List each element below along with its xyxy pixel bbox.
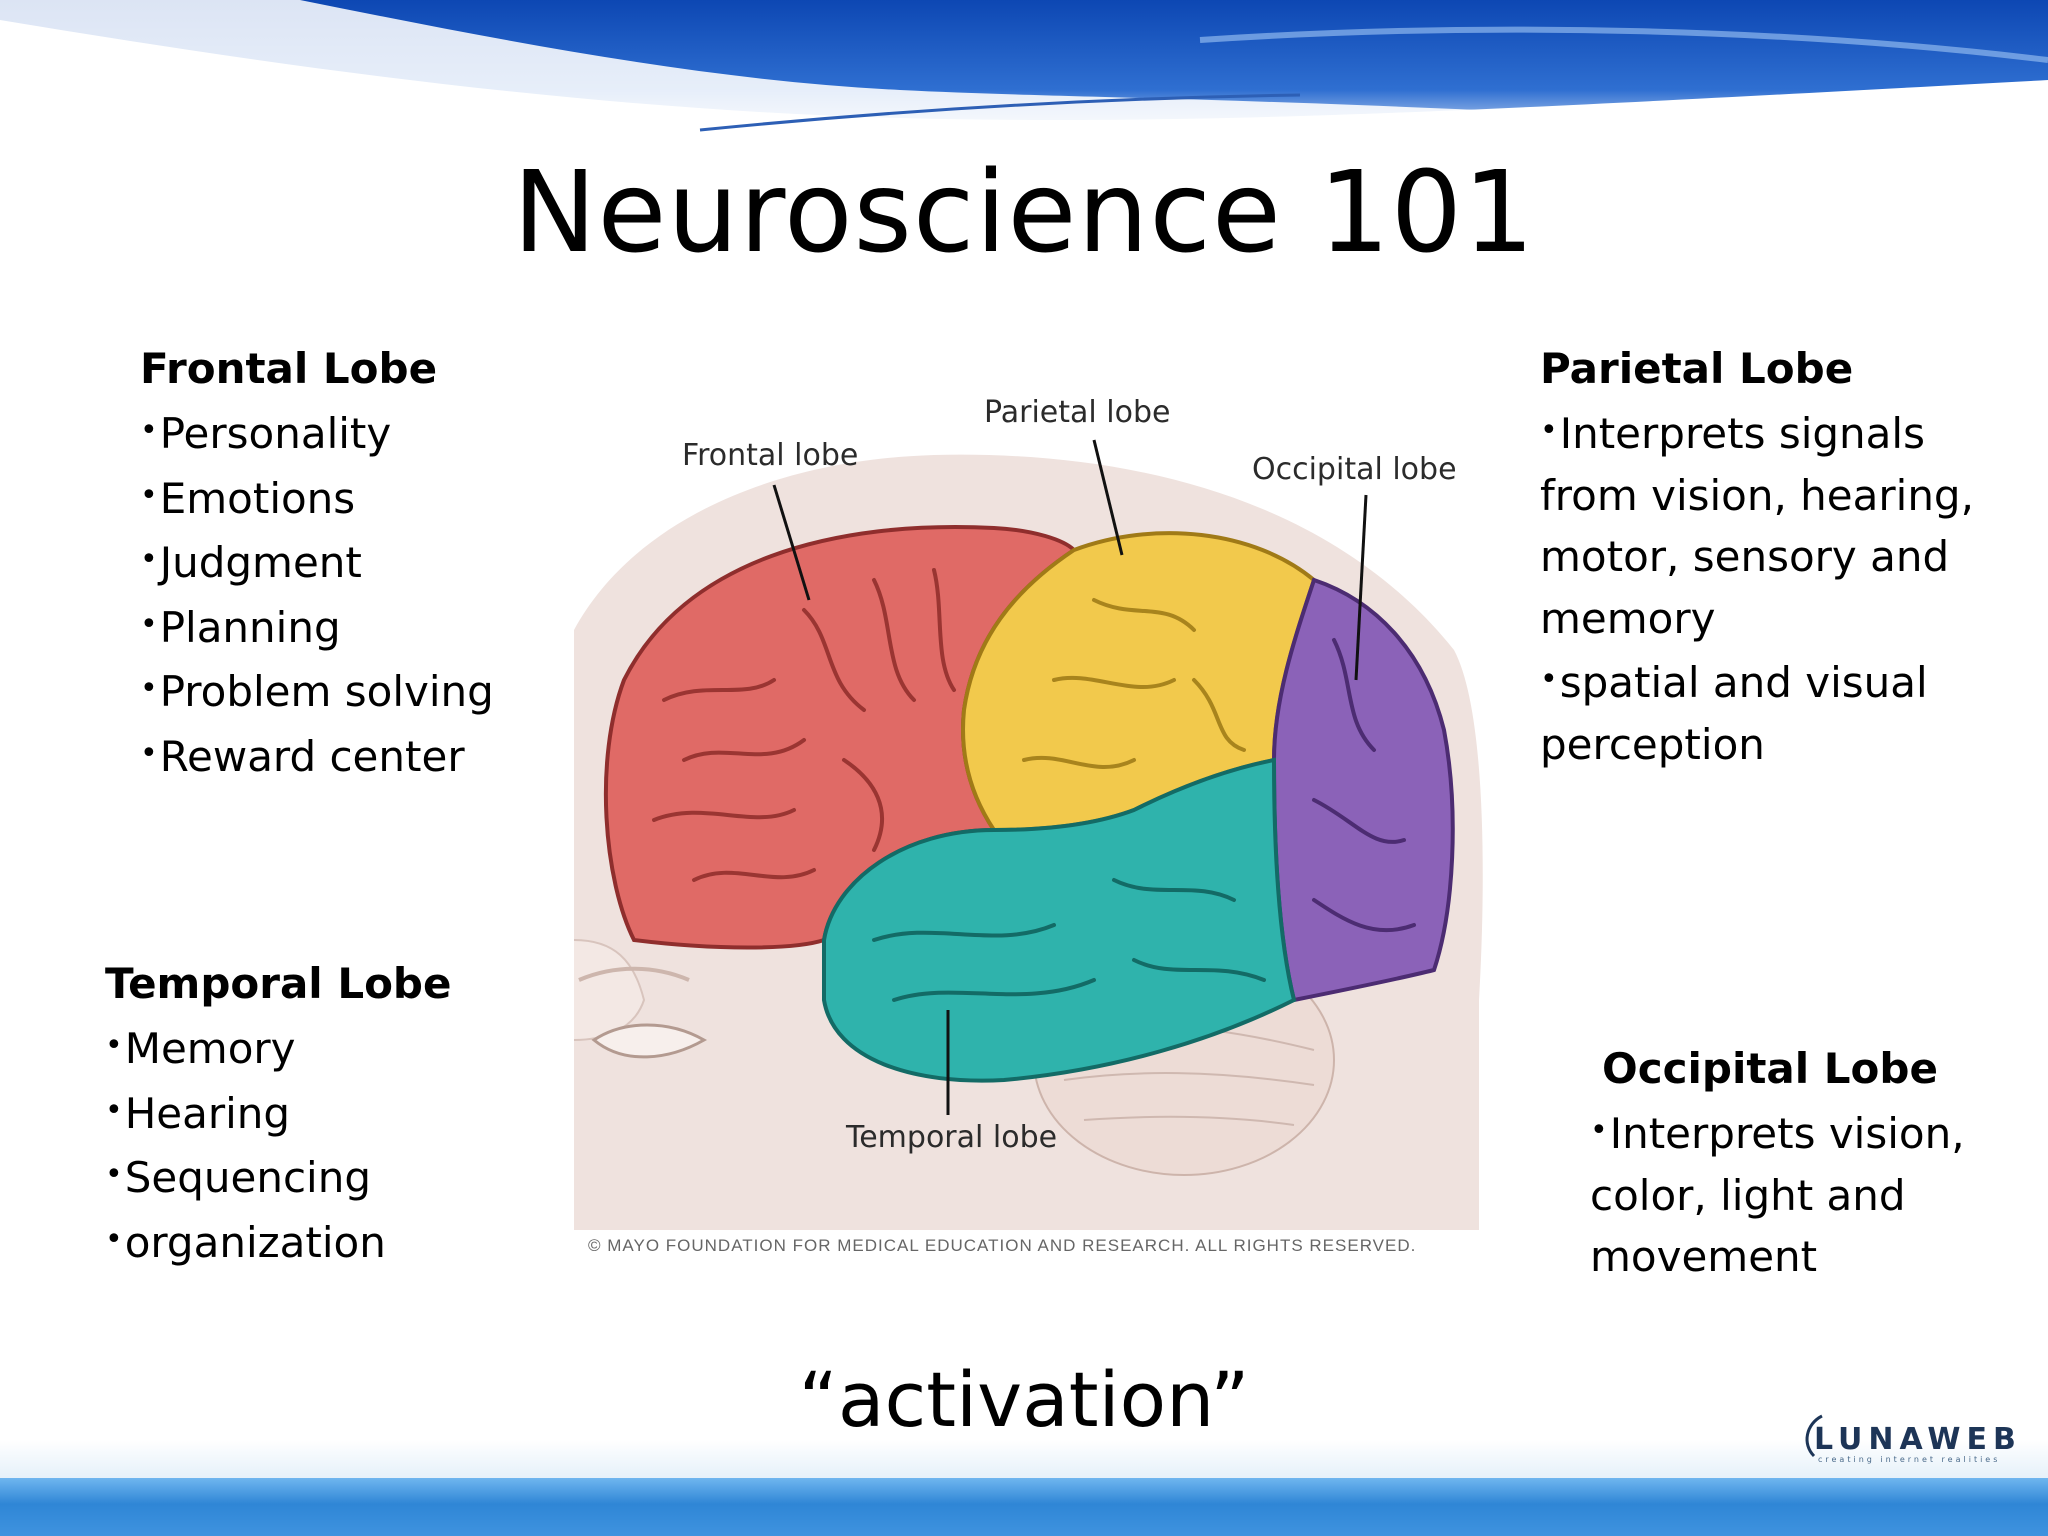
temporal-lobe-region [822,757,1297,1083]
footer-banner [0,1478,2048,1536]
list-item: Emotions [140,465,494,530]
frontal-lobe-label: Frontal lobe [682,438,859,473]
eye-icon [591,1023,708,1059]
parietal-lobe-section: Parietal Lobe Interprets signals from vi… [1540,338,2010,775]
logo-swoosh-icon [1805,1414,1823,1458]
logo-tagline: creating internet realities [1818,1455,2001,1464]
occipital-leader-line [1354,494,1368,681]
frontal-lobe-list: Personality Emotions Judgment Planning P… [140,400,494,787]
frontal-lobe-heading: Frontal Lobe [140,344,438,393]
temporal-lobe-list: Memory Hearing Sequencing organization [105,1015,451,1273]
temporal-lobe-label: Temporal lobe [846,1120,1058,1155]
parietal-lobe-label: Parietal lobe [984,395,1171,430]
list-item: Hearing [105,1080,451,1145]
footer-fade [0,1440,2048,1480]
logo-text: LUNAWEB [1814,1422,2022,1457]
lunaweb-logo: LUNAWEB creating internet realities [1800,1410,2025,1466]
temporal-lobe-heading: Temporal Lobe [105,959,452,1008]
occipital-lobe-heading: Occipital Lobe [1602,1044,1938,1093]
list-item: Memory [105,1015,451,1080]
occipital-lobe-list: Interprets vision, color, light and move… [1590,1100,2010,1288]
list-item: Reward center [140,723,494,788]
occipital-lobe-section: Occipital Lobe Interprets vision, color,… [1590,1038,2010,1288]
activation-caption: “activation” [798,1355,1250,1444]
frontal-leader-line [772,484,811,601]
list-item: Personality [140,400,494,465]
occipital-lobe-region [1271,577,1455,1003]
list-item: spatial and visual perception [1540,649,2010,775]
slide-title: Neuroscience 101 [512,148,1536,278]
header-banner [0,0,2048,150]
header-wave-graphic [0,0,2048,150]
brain-illustration: Frontal lobe Parietal lobe Occipital lob… [573,380,1486,1270]
list-item: Judgment [140,529,494,594]
list-item: organization [105,1209,451,1274]
brain-diagram [573,439,1483,1230]
list-item: Interprets signals from vision, hearing,… [1540,400,2010,649]
temporal-lobe-section: Temporal Lobe Memory Hearing Sequencing … [105,953,451,1273]
image-copyright: © MAYO FOUNDATION FOR MEDICAL EDUCATION … [588,1236,1417,1255]
parietal-lobe-heading: Parietal Lobe [1540,344,1854,393]
frontal-lobe-section: Frontal Lobe Personality Emotions Judgme… [140,338,494,787]
list-item: Problem solving [140,658,494,723]
parietal-leader-line [1092,439,1124,556]
parietal-lobe-list: Interprets signals from vision, hearing,… [1540,400,2010,775]
list-item: Interprets vision, color, light and move… [1590,1100,2010,1288]
brow-lines [578,966,690,982]
occipital-lobe-label: Occipital lobe [1252,452,1457,487]
list-item: Planning [140,594,494,659]
list-item: Sequencing [105,1144,451,1209]
